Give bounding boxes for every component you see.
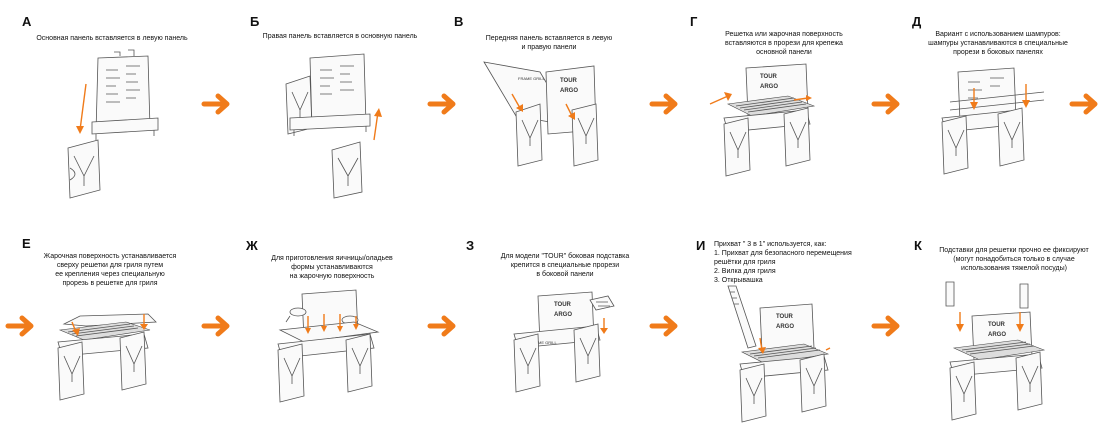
arrow-right-icon — [200, 314, 236, 343]
step-letter: Г — [690, 14, 698, 29]
step-letter: Е — [22, 236, 31, 251]
step-caption: Жарочная поверхность устанавливается све… — [43, 253, 177, 287]
argo-logo-text: ARGO — [776, 324, 794, 330]
step-caption: Для модели "TOUR" боковая подставка креп… — [500, 253, 630, 278]
arrow-right-icon — [648, 92, 684, 121]
step-b-illustration — [285, 53, 382, 199]
step-letter: А — [22, 14, 32, 29]
step-caption: Передняя панель вставляется в левую и пр… — [485, 35, 613, 51]
step-letter: З — [466, 238, 475, 253]
tour-logo-text: TOUR — [776, 314, 794, 320]
frame-grill-logo-text: FRAME GRILL — [518, 76, 545, 81]
step-letter: К — [914, 238, 922, 253]
argo-logo-text: ARGO — [988, 332, 1006, 338]
step-caption: Решетка или жарочная поверхность вставля… — [725, 31, 843, 56]
argo-logo-text: ARGO — [560, 88, 578, 94]
step-letter: Ж — [246, 238, 258, 253]
tour-logo-text: TOUR — [760, 74, 778, 80]
step-a: А Основная панель вставляется в левую па… — [0, 0, 200, 200]
arrow-right-icon — [426, 92, 462, 121]
step-b: Б Правая панель вставляется в основную п… — [228, 0, 428, 200]
step-zh: Ж Для приготовления яичницы/оладьев форм… — [228, 222, 428, 436]
argo-logo-text: ARGO — [760, 84, 778, 90]
step-letter: Д — [912, 14, 922, 29]
step-i-illustration: TOUR ARGO — [727, 285, 831, 423]
arrow-right-icon — [870, 92, 906, 121]
step-d: Д Вариант с использованием шампуров: шам… — [898, 0, 1073, 200]
step-e: Е Жарочная поверхность устанавливается с… — [0, 222, 200, 436]
step-i: И Прихват " 3 в 1" используется, как: 1.… — [676, 222, 876, 436]
step-k: К Подставки для решетки прочно ее фиксир… — [898, 222, 1106, 436]
step-caption: Основная панель вставляется в левую пане… — [36, 35, 188, 42]
step-k-illustration: TOUR ARGO — [945, 281, 1046, 421]
step-caption: Прихват " 3 в 1" используется, как: 1. П… — [714, 241, 852, 284]
step-z-illustration: TOUR ARGO FRAME GRILL — [513, 291, 615, 393]
step-letter: Б — [250, 14, 260, 29]
arrow-right-icon — [200, 92, 236, 121]
arrow-right-icon — [648, 314, 684, 343]
arrow-right-icon — [1068, 92, 1104, 121]
step-v: В Передняя панель вставляется в левую и … — [454, 0, 654, 200]
step-z: З Для модели "TOUR" боковая подставка кр… — [454, 222, 654, 436]
step-caption: Для приготовления яичницы/оладьев формы … — [271, 255, 393, 280]
argo-logo-text: ARGO — [554, 312, 572, 318]
step-caption: Вариант с использованием шампуров: шампу… — [928, 31, 1068, 56]
frame-grill-logo-text: FRAME GRILL — [530, 340, 557, 345]
step-e-illustration — [57, 313, 157, 401]
step-d-illustration — [941, 67, 1045, 175]
tour-logo-text: TOUR — [560, 78, 578, 84]
step-caption: Подставки для решетки прочно ее фиксирую… — [939, 247, 1089, 272]
step-g-illustration: TOUR ARGO — [709, 63, 816, 177]
arrow-right-icon — [4, 314, 40, 343]
step-a-illustration — [67, 49, 159, 199]
arrow-right-icon — [426, 314, 462, 343]
step-letter: И — [696, 238, 706, 253]
step-caption: Правая панель вставляется в основную пан… — [262, 33, 418, 40]
step-g: Г Решетка или жарочная поверхность встав… — [676, 0, 876, 200]
arrow-right-icon — [870, 314, 906, 343]
tour-logo-text: TOUR — [988, 322, 1006, 328]
step-zh-illustration — [277, 289, 380, 403]
tour-logo-text: TOUR — [554, 302, 572, 308]
step-letter: В — [454, 14, 464, 29]
step-v-illustration: FRAME GRILL TOUR ARGO — [483, 61, 599, 167]
